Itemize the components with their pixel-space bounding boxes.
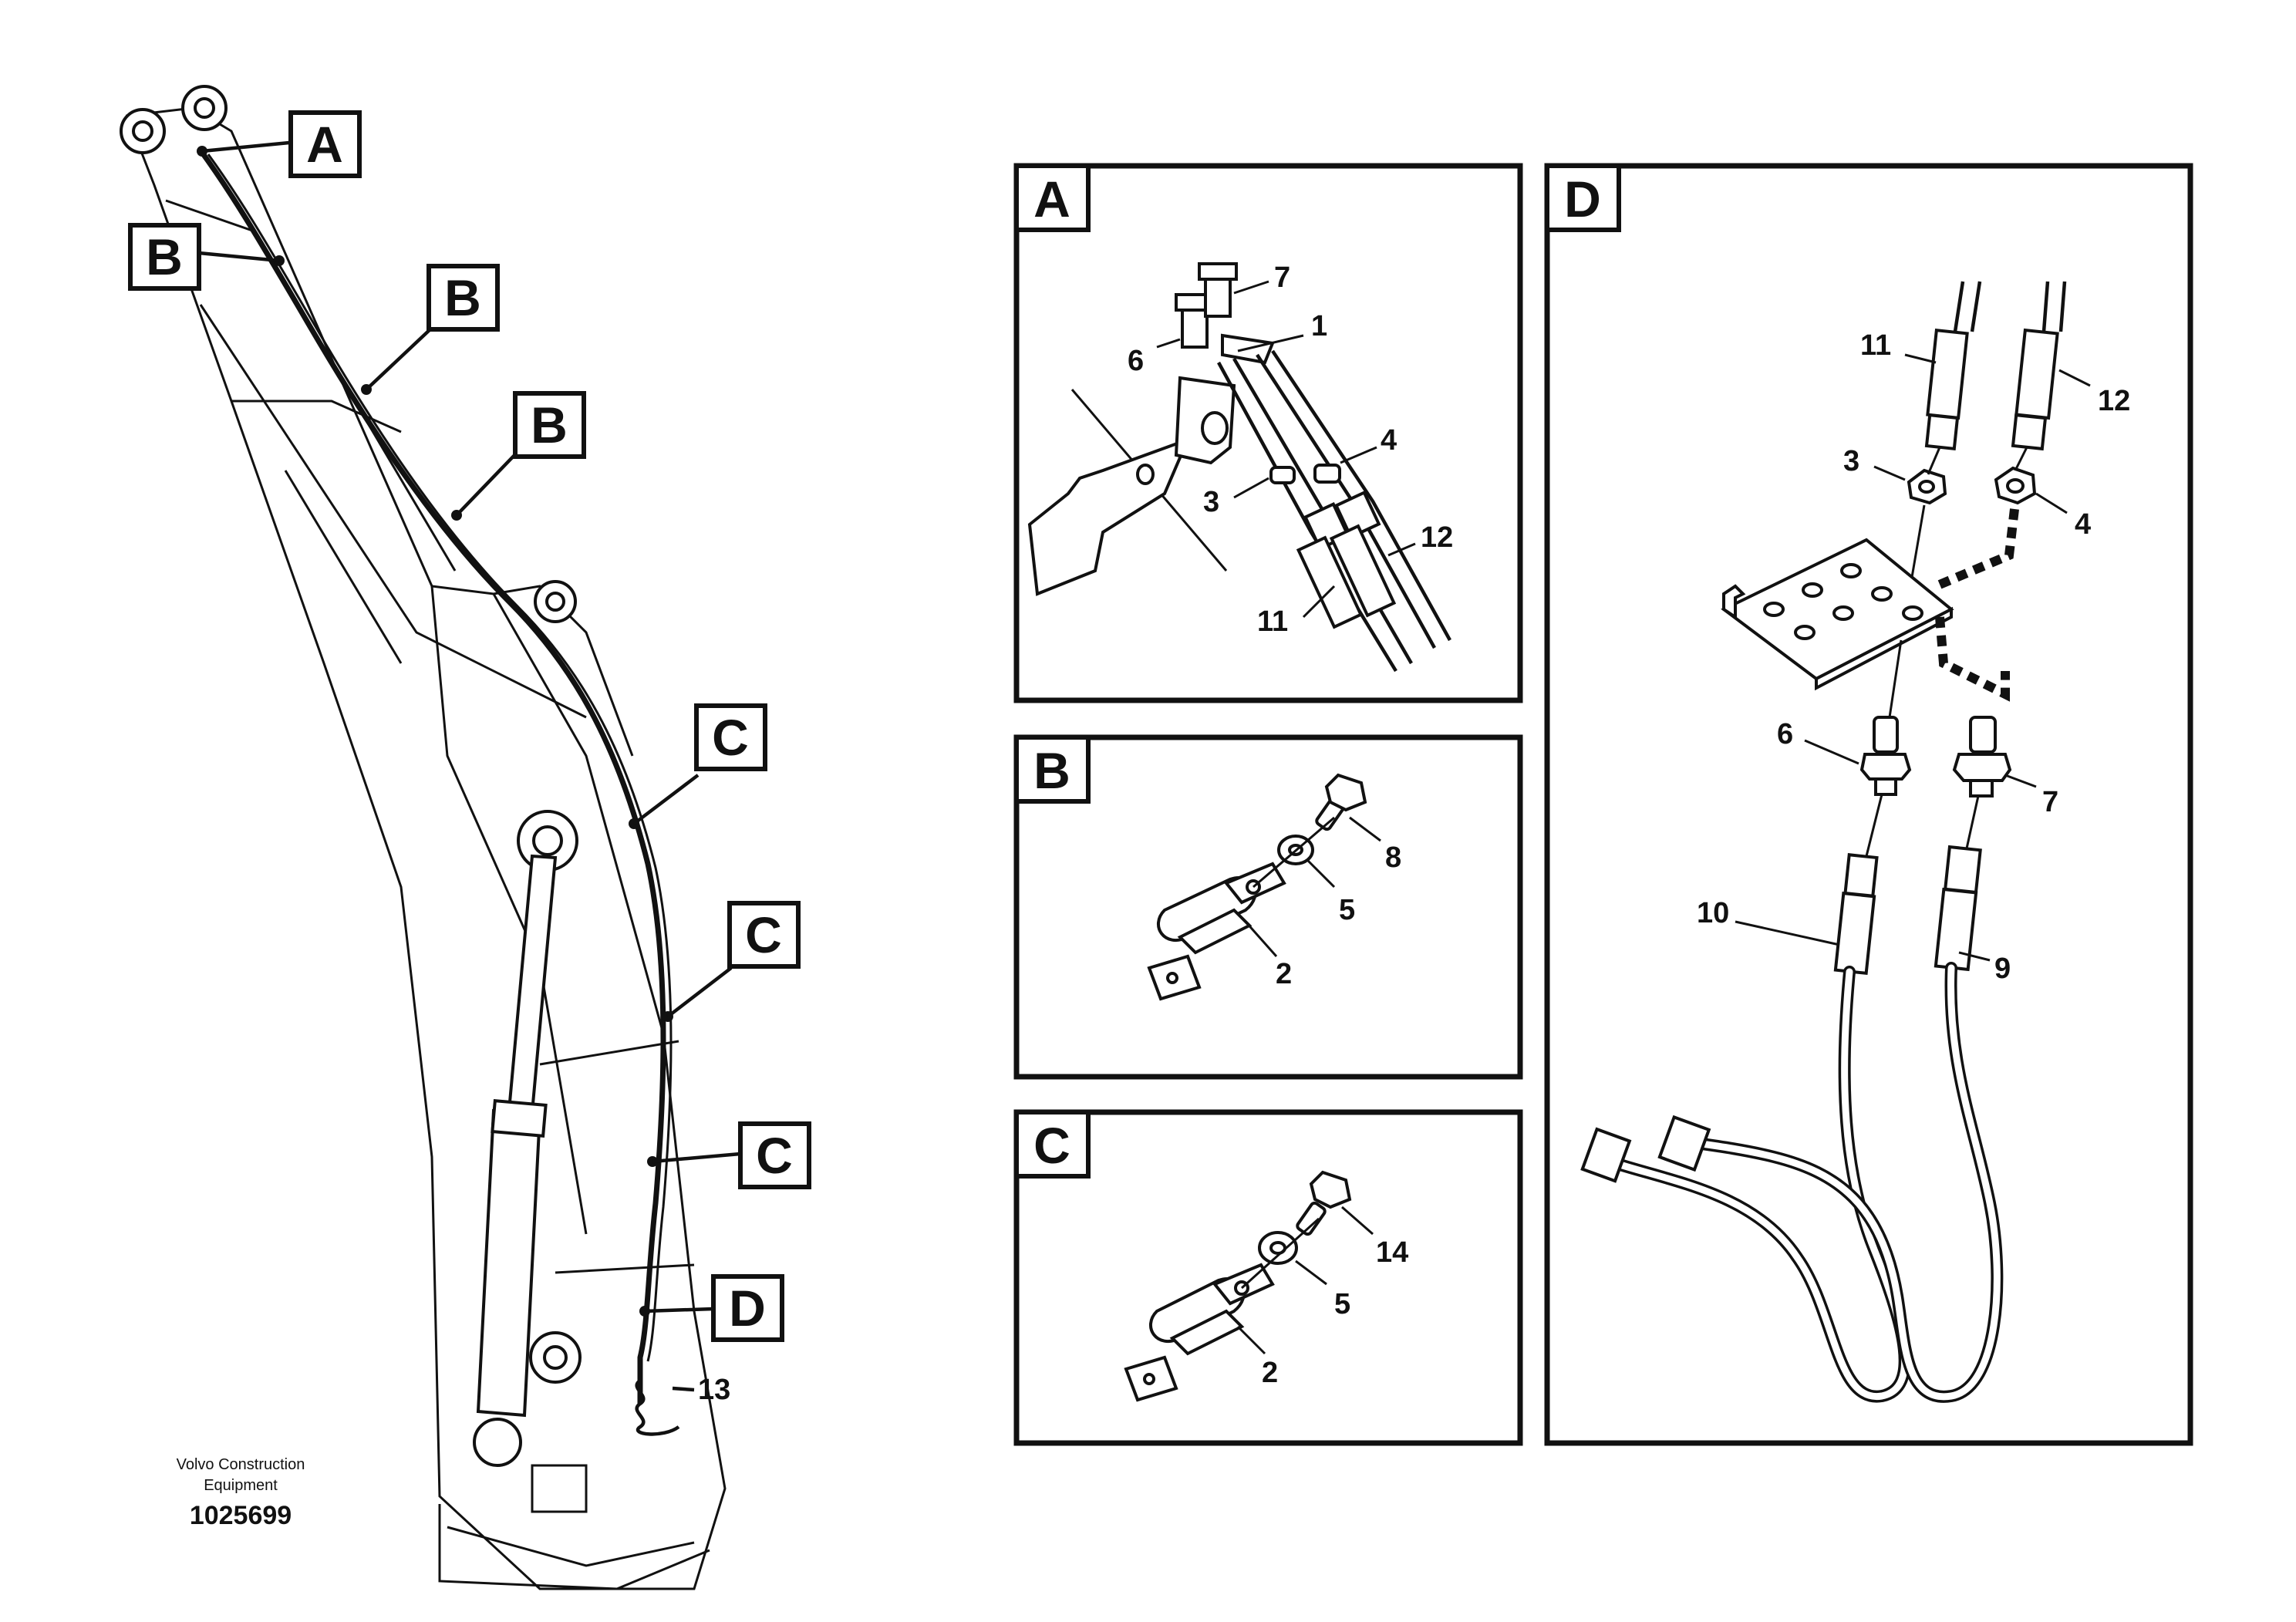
panel-a-label-3: 3 (1203, 486, 1219, 518)
panel-d-label-6: 6 (1777, 718, 1793, 750)
company-name-line1: Volvo Construction (177, 1456, 305, 1473)
panel-b-label-2: 2 (1276, 958, 1292, 990)
panel-d-label-7: 7 (2042, 786, 2058, 818)
fitting-6-d (1859, 716, 1912, 796)
panel-d-label-9: 9 (1994, 953, 2011, 985)
bracket-plate-d (1721, 538, 1954, 691)
callout-a: A (306, 116, 343, 173)
nut-4-d (1994, 466, 2037, 505)
washer-5-c (1258, 1231, 1298, 1265)
panel-a-letter: A (1033, 170, 1070, 228)
fitting-7 (1198, 262, 1238, 318)
panel-d-label-3: 3 (1843, 445, 1859, 477)
panel-a-label-1: 1 (1311, 310, 1327, 342)
nut-3-d (1907, 468, 1947, 505)
callout-b2-box: B (426, 264, 500, 332)
clamp-2 (1156, 862, 1286, 955)
hose-13-coil (635, 1379, 680, 1436)
callout-c1-box: C (694, 703, 767, 771)
mount-plate (1027, 437, 1191, 596)
callout-d: D (729, 1280, 766, 1337)
panel-b: B 8 5 2 (1013, 734, 1523, 1080)
hose-10-d (1580, 853, 1911, 1403)
callout-b1-box: B (128, 223, 201, 291)
panel-c-label-14: 14 (1376, 1236, 1408, 1269)
panel-a-label-11: 11 (1257, 605, 1288, 638)
panel-d-label-10: 10 (1697, 897, 1729, 929)
panel-c-label-5: 5 (1334, 1288, 1350, 1320)
panel-b-letter: B (1033, 742, 1070, 799)
callout-c2-box: C (727, 901, 801, 969)
clamp-2-c (1148, 1263, 1275, 1356)
drawing-number: 1025699 (190, 1501, 292, 1530)
panel-d: D (1544, 163, 2193, 1446)
panel-c-letter: C (1033, 1117, 1070, 1174)
panel-a-label-7: 7 (1274, 261, 1290, 294)
callout-b1: B (146, 228, 183, 285)
callout-b2: B (444, 269, 481, 326)
panel-a-label-4: 4 (1381, 424, 1397, 457)
panel-c: C 14 5 2 (1013, 1109, 1523, 1446)
bolt-14 (1296, 1170, 1352, 1236)
panel-a-label-12: 12 (1421, 521, 1453, 554)
callout-c1: C (712, 709, 749, 766)
hose-11-d (1924, 281, 1982, 450)
callout-b3: B (531, 396, 568, 454)
footer: Volvo Construction Equipment 1025699 (177, 1456, 305, 1530)
panel-a: A (1013, 163, 1523, 703)
fitting-7-d (1952, 716, 2012, 798)
nut-3 (1269, 466, 1296, 484)
callout-b3-box: B (513, 391, 586, 459)
panel-d-label-12: 12 (2098, 385, 2130, 417)
panel-d-label-4: 4 (2075, 508, 2091, 541)
boom-cylinder (473, 854, 558, 1467)
hose-12-d (2011, 281, 2067, 451)
callout-a-box: A (288, 110, 362, 178)
boom-overview: A B B B C C C D 13 (120, 85, 811, 1590)
callout-d-box: D (711, 1274, 784, 1342)
callout-c3: C (756, 1127, 793, 1184)
clamp-markers (197, 146, 673, 1317)
nut-4 (1313, 464, 1341, 484)
panel-d-label-11: 11 (1860, 329, 1891, 362)
panel-c-label-2: 2 (1262, 1357, 1278, 1389)
panel-b-label-8: 8 (1385, 841, 1401, 874)
hose-9-d (1657, 845, 2004, 1403)
item-13-label: 13 (698, 1374, 730, 1406)
callout-c2: C (745, 906, 782, 963)
panel-a-label-6: 6 (1128, 345, 1144, 377)
panel-b-label-5: 5 (1339, 894, 1355, 926)
panel-d-letter: D (1564, 170, 1601, 228)
company-name-line2: Equipment (204, 1477, 278, 1494)
boom-hose-run (198, 148, 666, 1404)
bolt-8 (1315, 773, 1367, 831)
callout-c3-box: C (738, 1121, 811, 1189)
